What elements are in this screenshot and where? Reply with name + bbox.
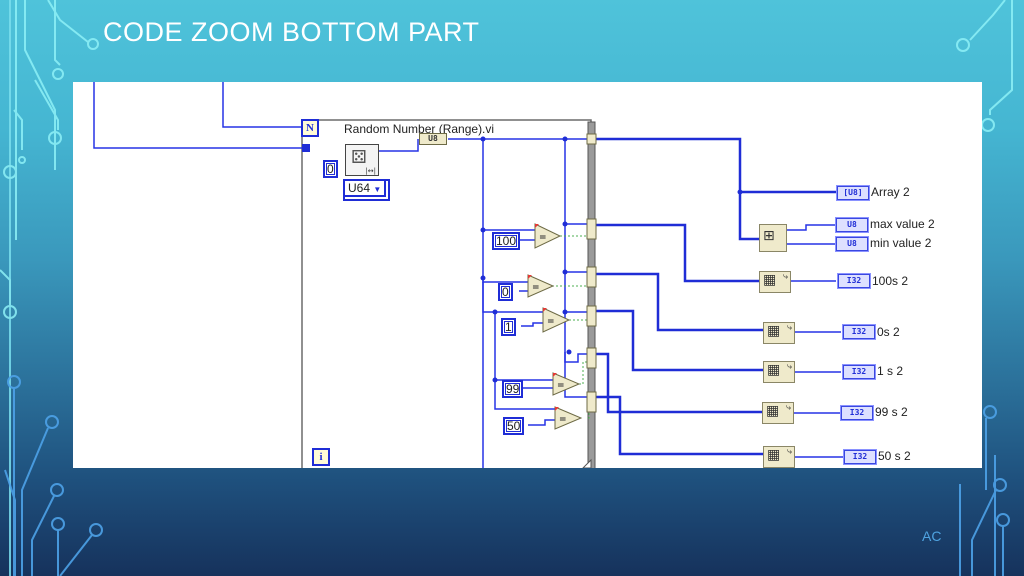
compare-constant-1[interactable]: 1 (501, 318, 516, 336)
dice-icon: ⚄ (351, 147, 367, 168)
block-diagram-screenshot: = = = = = Random Number (Range).vi N i 0 ⚄ … (73, 82, 982, 468)
indicator-label-1s-2: 1 s 2 (877, 364, 904, 378)
indicator-max-value-2[interactable]: U8 (836, 218, 868, 232)
indicator-100s-2[interactable]: I32 (838, 274, 870, 288)
slide-footer: AC (922, 528, 942, 544)
count-grid-icon: ▦ (767, 362, 781, 378)
count-grid-icon: ▦ (763, 272, 777, 288)
compare-constant-99[interactable]: 99 (502, 380, 524, 398)
indicator-99s-2[interactable]: I32 (841, 406, 873, 420)
u8-coercion-tag: U8 (419, 133, 447, 145)
dropdown-arrow-icon: ▼ (373, 185, 382, 194)
indicator-label-max-value-2: max value 2 (870, 217, 935, 231)
equals-node-50 (554, 406, 583, 430)
count-node-99s[interactable]: ▦⤷ (762, 402, 794, 424)
indicator-label-100s-2: 100s 2 (872, 274, 909, 288)
conditional-tunnels (586, 133, 597, 413)
compare-constant-0[interactable]: 0 (498, 283, 513, 301)
count-node-1s[interactable]: ▦⤷ (763, 361, 795, 383)
indicator-array-2[interactable]: [U8] (837, 186, 869, 200)
equals-node-0 (527, 274, 555, 298)
slide-title: CODE ZOOM BOTTOM PART (103, 17, 480, 47)
array-max-min-node[interactable]: ⊞ (759, 224, 787, 252)
lower-bound-constant[interactable]: 0 (323, 160, 338, 178)
indicator-label-min-value-2: min value 2 (870, 236, 932, 250)
loop-iteration-terminal[interactable]: i (312, 448, 330, 466)
range-arrows-icon: |↔| (365, 167, 376, 175)
loop-tunnel-column (587, 121, 596, 468)
count-node-0s[interactable]: ▦⤷ (763, 322, 795, 344)
svg-text:=: = (532, 283, 540, 293)
subvi-label: Random Number (Range).vi (344, 122, 495, 136)
indicator-label-50s-2: 50 s 2 (878, 449, 911, 463)
equals-node-100 (534, 223, 562, 249)
indicator-label-99s-2: 99 s 2 (875, 405, 908, 419)
page-fold (582, 458, 592, 468)
indicator-label-array-2: Array 2 (871, 185, 910, 199)
representation-selector[interactable]: U64 ▼ (343, 179, 387, 197)
svg-text:=: = (547, 317, 555, 327)
indicator-0s-2[interactable]: I32 (843, 325, 875, 339)
indicator-50s-2[interactable]: I32 (844, 450, 876, 464)
compare-constant-100[interactable]: 100 (492, 232, 521, 250)
count-node-100s[interactable]: ▦⤷ (759, 271, 791, 293)
indicator-label-0s-2: 0s 2 (877, 325, 900, 339)
equals-node-1 (542, 307, 571, 333)
array-max-min-icon: ⊞ (763, 228, 775, 244)
count-grid-icon: ▦ (767, 447, 781, 463)
svg-text:=: = (539, 233, 547, 243)
svg-text:=: = (559, 415, 567, 425)
wiring-layer: = = = = = (93, 82, 843, 468)
count-grid-icon: ▦ (766, 403, 780, 419)
count-grid-icon: ▦ (767, 323, 781, 339)
compare-constant-50[interactable]: 50 (503, 417, 525, 435)
count-node-50s[interactable]: ▦⤷ (763, 446, 795, 468)
equal-comparators (527, 223, 583, 430)
svg-text:=: = (557, 381, 565, 391)
indicator-1s-2[interactable]: I32 (843, 365, 875, 379)
loop-count-terminal[interactable]: N (301, 119, 319, 137)
indicator-min-value-2[interactable]: U8 (836, 237, 868, 251)
random-number-subvi[interactable]: ⚄ |↔| (345, 144, 379, 176)
equals-node-99 (552, 372, 581, 396)
